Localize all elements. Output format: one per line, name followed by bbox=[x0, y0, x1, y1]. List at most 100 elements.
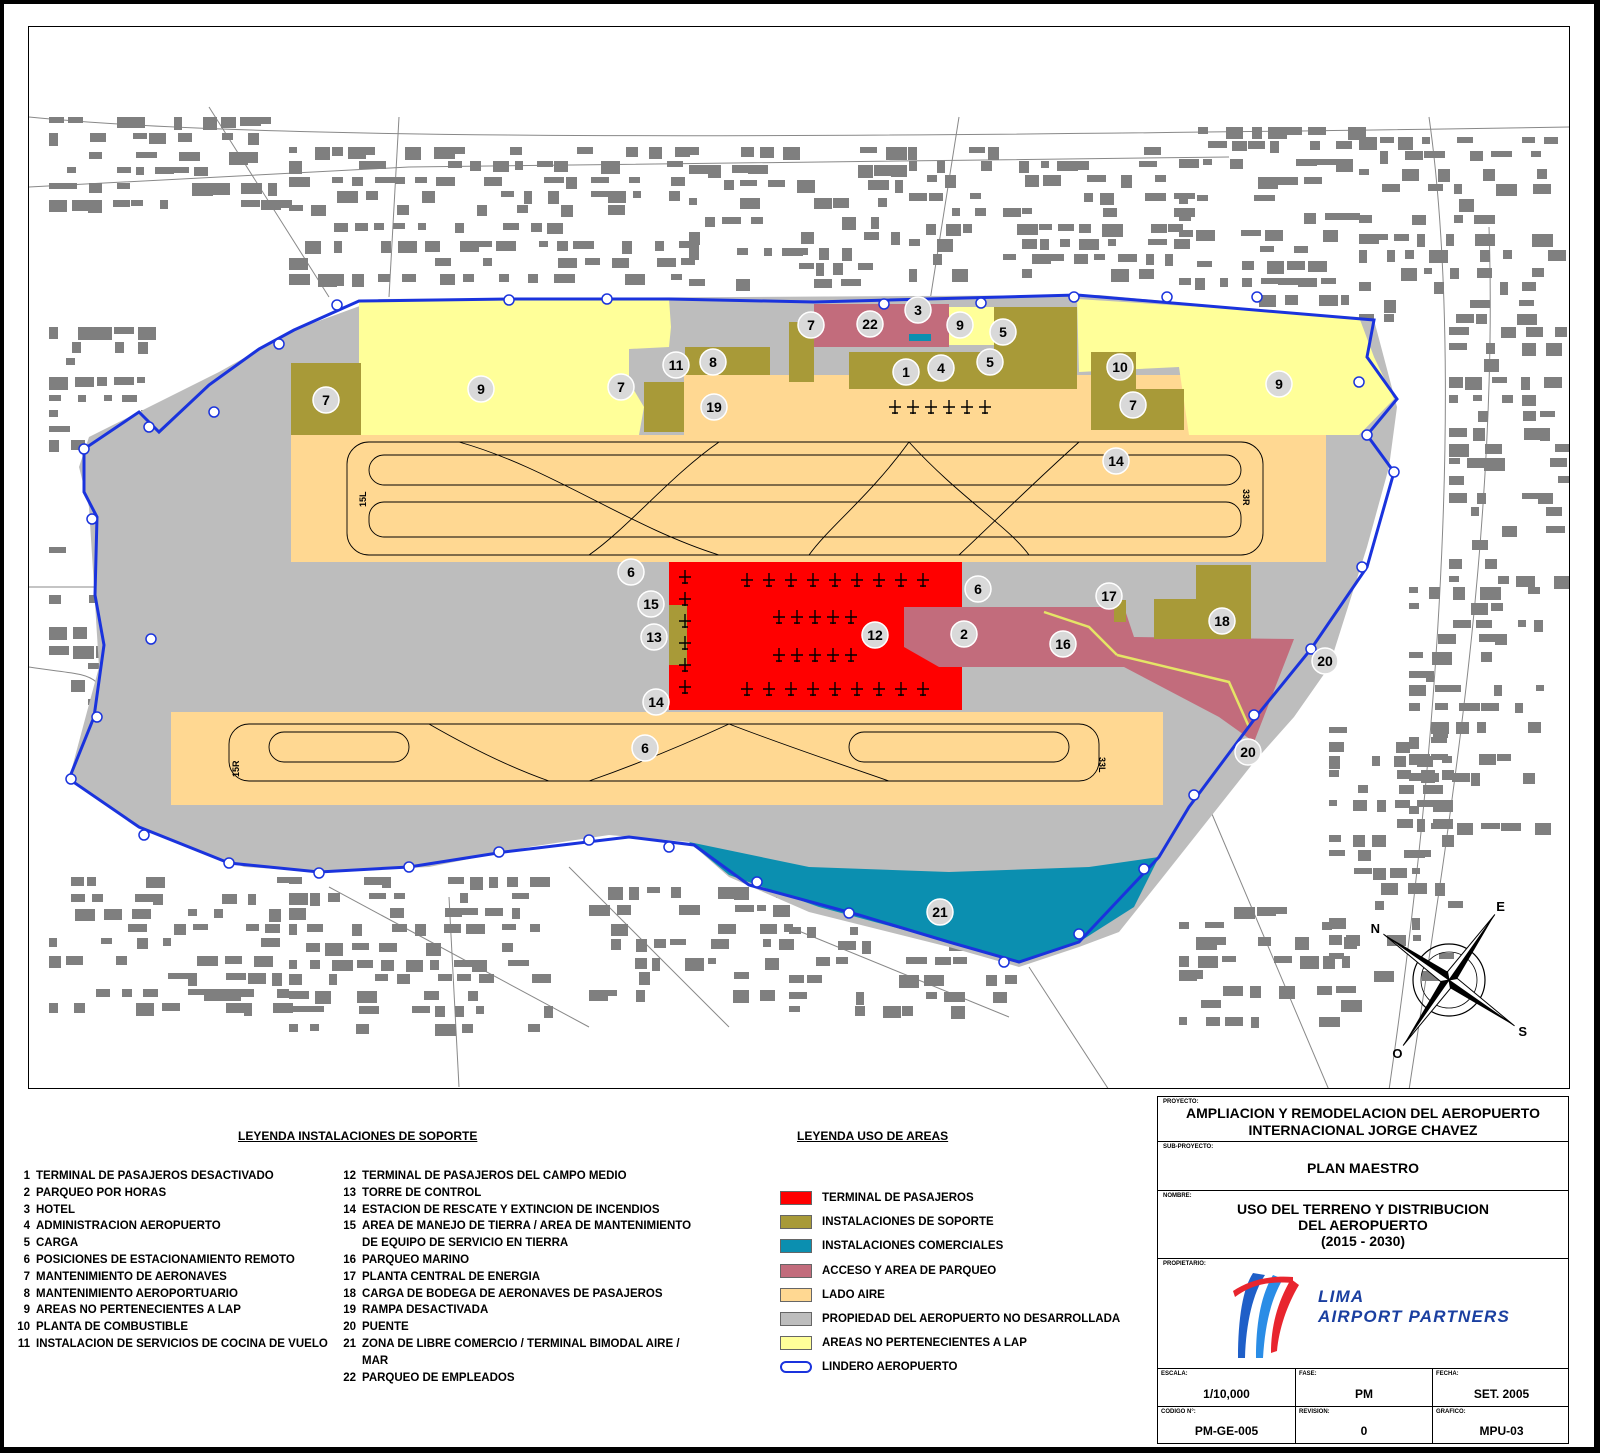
building-block bbox=[1252, 127, 1262, 139]
building-block bbox=[1471, 773, 1480, 786]
revision-caption: REVISION: bbox=[1299, 1409, 1330, 1415]
revision-value: 0 bbox=[1360, 1424, 1368, 1438]
building-block bbox=[1196, 230, 1215, 241]
building-block bbox=[352, 943, 369, 950]
building-block bbox=[539, 241, 548, 247]
building-block bbox=[1179, 213, 1191, 221]
aircraft-icon bbox=[809, 610, 821, 624]
building-block bbox=[476, 1006, 484, 1014]
legend-item-number: 9 bbox=[23, 1304, 30, 1317]
building-block bbox=[435, 258, 451, 266]
scale-value: 1/10,000 bbox=[1203, 1387, 1250, 1401]
building-block bbox=[1019, 161, 1029, 173]
building-block bbox=[1198, 956, 1218, 968]
map-marker-7: 7 bbox=[1119, 391, 1147, 419]
building-block bbox=[1519, 300, 1534, 306]
boundary-marker bbox=[1388, 466, 1400, 478]
building-block bbox=[1502, 526, 1517, 537]
building-block bbox=[1397, 770, 1411, 779]
building-block bbox=[1409, 671, 1427, 678]
building-block bbox=[544, 177, 564, 183]
building-block bbox=[49, 410, 58, 417]
map-marker-8: 8 bbox=[699, 348, 727, 376]
building-block bbox=[1456, 314, 1474, 323]
map-marker-number: 15 bbox=[643, 596, 659, 612]
building-block bbox=[174, 924, 186, 935]
building-block bbox=[1454, 184, 1462, 194]
boundary-marker bbox=[1138, 863, 1150, 875]
street-line bbox=[1208, 806, 1329, 1088]
building-block bbox=[1433, 800, 1453, 812]
aircraft-icon bbox=[741, 573, 753, 587]
building-block bbox=[162, 1003, 180, 1011]
subproject-row: SUB-PROYECTO: PLAN MAESTRO bbox=[1158, 1142, 1568, 1191]
building-block bbox=[1532, 234, 1553, 247]
name-caption: NOMBRE: bbox=[1163, 1193, 1192, 1199]
building-block bbox=[289, 274, 310, 285]
building-block bbox=[711, 939, 729, 949]
building-block bbox=[647, 887, 660, 893]
building-block bbox=[476, 241, 492, 247]
code-revision-graphic-row: CODIGO N°: PM-GE-005 REVISION: 0 GRAFICO… bbox=[1158, 1407, 1568, 1443]
legend-item-label: INSTALACION DE SERVICIOS DE COCINA DE VU… bbox=[36, 1337, 328, 1350]
building-block bbox=[1421, 850, 1431, 857]
building-block bbox=[1139, 269, 1154, 279]
building-block bbox=[1526, 327, 1543, 337]
building-block bbox=[708, 958, 716, 964]
building-block bbox=[517, 205, 528, 213]
building-block bbox=[1208, 141, 1227, 148]
building-block bbox=[364, 147, 375, 155]
building-block bbox=[554, 161, 568, 172]
building-block bbox=[807, 975, 822, 983]
building-block bbox=[67, 167, 76, 173]
building-block bbox=[395, 177, 405, 184]
building-block bbox=[507, 877, 518, 887]
compass-south-letter: S bbox=[1518, 1024, 1527, 1039]
building-block bbox=[842, 217, 856, 230]
building-block bbox=[310, 1024, 319, 1031]
building-block bbox=[116, 956, 127, 965]
area-legend-item: ACCESO Y AREA DE PARQUEO bbox=[780, 1259, 1120, 1283]
building-block bbox=[72, 342, 81, 353]
building-block bbox=[689, 248, 699, 260]
map-marker-5: 5 bbox=[976, 348, 1004, 376]
building-block bbox=[1300, 956, 1319, 969]
building-block bbox=[1546, 526, 1565, 533]
building-block bbox=[531, 223, 542, 232]
building-block bbox=[1317, 159, 1337, 165]
building-block bbox=[357, 960, 373, 968]
boundary-marker bbox=[78, 443, 90, 455]
aircraft-icon bbox=[785, 682, 797, 696]
building-block bbox=[1279, 986, 1295, 999]
building-block bbox=[438, 974, 452, 981]
building-block bbox=[799, 263, 814, 269]
building-block bbox=[289, 161, 302, 174]
building-block bbox=[1548, 250, 1566, 261]
building-block bbox=[194, 167, 208, 176]
building-block bbox=[97, 327, 112, 340]
aircraft-icon bbox=[785, 573, 797, 587]
map-marker-number: 7 bbox=[617, 379, 625, 395]
project-line-2: INTERNACIONAL JORGE CHAVEZ bbox=[1248, 1122, 1478, 1138]
boundary-marker bbox=[1251, 291, 1263, 303]
legend-item-number: 1 bbox=[23, 1170, 30, 1182]
area-legend-item: LADO AIRE bbox=[780, 1283, 1120, 1307]
building-block bbox=[412, 1006, 430, 1013]
runway-15L-33R-outline bbox=[346, 441, 1264, 556]
building-block bbox=[718, 924, 736, 934]
building-block bbox=[1323, 956, 1335, 969]
building-block bbox=[554, 274, 575, 283]
map-marker-number: 6 bbox=[641, 740, 649, 756]
building-block bbox=[289, 1024, 298, 1032]
building-block bbox=[1359, 250, 1367, 263]
building-block bbox=[188, 909, 197, 916]
graphic-cell: GRAFICO: MPU-03 bbox=[1433, 1407, 1570, 1443]
building-block bbox=[708, 165, 721, 178]
building-block bbox=[635, 958, 647, 969]
name-line-3: (2015 - 2030) bbox=[1320, 1233, 1406, 1249]
compass-rose-icon: N E S O bbox=[1371, 899, 1528, 1061]
building-block bbox=[89, 152, 102, 159]
building-block bbox=[466, 924, 485, 934]
